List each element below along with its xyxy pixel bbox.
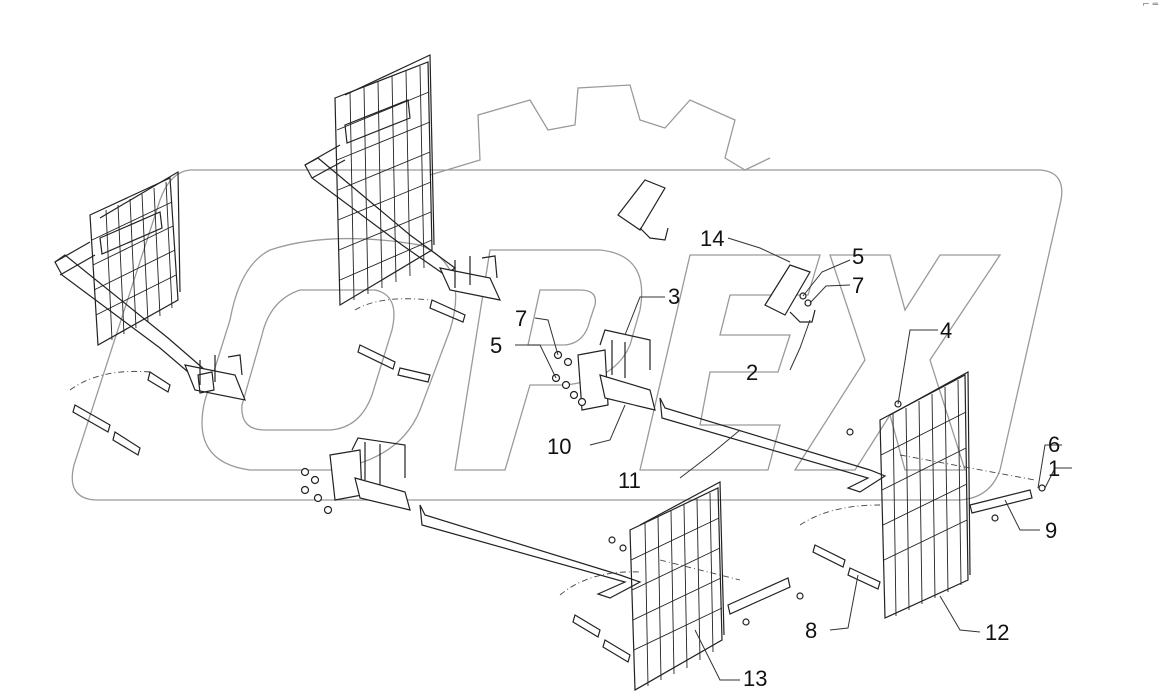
plate-9: [899, 454, 1036, 514]
callout-10: 10: [547, 434, 571, 459]
callout-4: 4: [940, 318, 952, 343]
leader-7a: [534, 317, 559, 356]
strap-left: [69, 370, 171, 456]
saddle-clamp-upper: [617, 179, 669, 241]
saddle-clamp-14: [764, 264, 816, 323]
leader-3: [624, 296, 665, 336]
leader-13: [694, 629, 740, 681]
strap-right: [799, 504, 881, 590]
watermark-letter-e: [639, 254, 821, 471]
callout-5a: 5: [490, 333, 502, 358]
strap-back: [354, 298, 466, 383]
leader-6: [1037, 444, 1062, 489]
mesh-panel-right: [879, 370, 971, 619]
fasteners: [300, 292, 1046, 626]
leader-7b: [809, 284, 851, 304]
mesh-panel-left: [89, 170, 181, 346]
mesh-panel-back: [334, 54, 435, 307]
plate-front: [659, 559, 791, 615]
support-arm-left: [54, 241, 206, 379]
leader-5a: [515, 344, 557, 379]
watermark-logo: [71, 84, 1063, 501]
leader-14: [727, 237, 791, 263]
callout-8: 8: [805, 618, 817, 643]
watermark-gear-outline: [429, 84, 771, 176]
leader-lines: [515, 237, 1072, 681]
leader-5b: [802, 259, 851, 297]
callout-labels: 1 2 3 4 5 5 6 7 7 8 9 10 11 12 13 14: [490, 226, 1060, 691]
callout-6: 6: [1048, 432, 1060, 457]
watermark-letter-o: [201, 237, 457, 471]
bar-lower: [419, 504, 642, 599]
leader-9: [1004, 499, 1040, 531]
callout-1: 1: [1048, 456, 1060, 481]
bracket-10: [577, 329, 656, 411]
leader-10: [589, 404, 626, 446]
leader-12: [939, 595, 981, 633]
callout-9: 9: [1045, 518, 1057, 543]
leader-11: [679, 429, 741, 479]
strap-front: [559, 571, 641, 663]
callout-3: 3: [668, 284, 680, 309]
mesh-panel-front-center: [629, 481, 725, 692]
callout-12: 12: [985, 620, 1009, 645]
callout-2: 2: [746, 360, 758, 385]
callout-14: 14: [700, 226, 724, 251]
leader-8: [829, 574, 859, 631]
bracket-back: [438, 255, 502, 301]
callout-13: 13: [743, 666, 767, 691]
bar-11: [659, 397, 887, 493]
corner-mark: ⌐ ═: [1142, 0, 1158, 10]
callout-11: 11: [618, 468, 641, 493]
callout-7a: 7: [515, 306, 527, 331]
leader-1: [1044, 467, 1072, 489]
bracket-lower: [329, 437, 411, 511]
leader-4: [897, 329, 938, 405]
bracket-left: [184, 354, 246, 401]
watermark-letter-x: [793, 254, 1002, 471]
leader-2: [789, 319, 811, 371]
callout-7b: 7: [852, 273, 864, 298]
callout-5b: 5: [852, 244, 864, 269]
